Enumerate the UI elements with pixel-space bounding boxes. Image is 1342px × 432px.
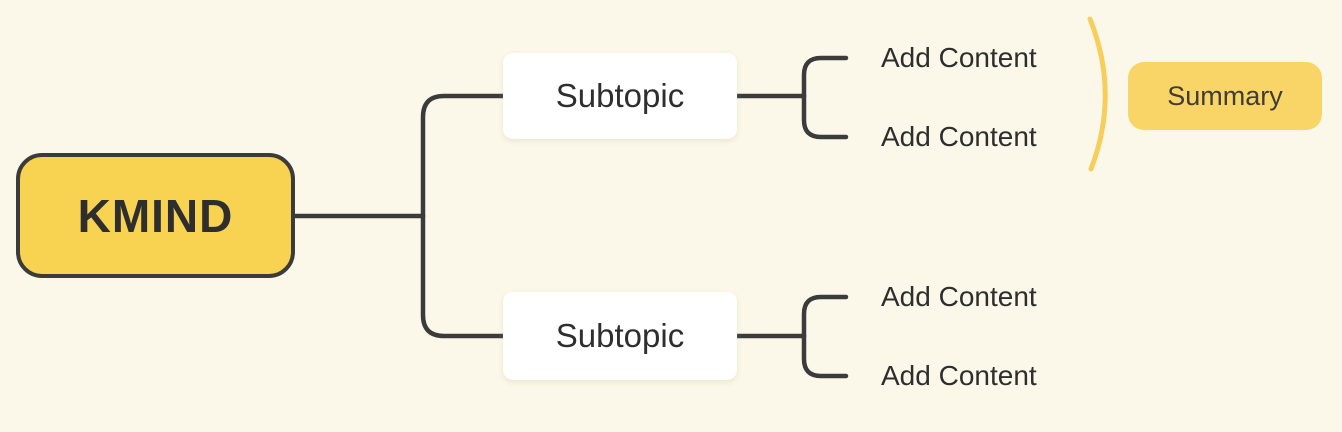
connector-trunk-subtopic-top	[420, 93, 505, 219]
subtopic-node-bottom[interactable]: Subtopic	[503, 292, 737, 380]
add-content-placeholder-2[interactable]: Add Content	[881, 121, 1037, 152]
connector-subtopic-bottom-child1	[801, 294, 849, 339]
connector-subtopic-bottom-child2	[801, 333, 849, 379]
connector-trunk-subtopic-bottom	[420, 213, 505, 339]
summary-node[interactable]: Summary	[1128, 62, 1322, 130]
connector-subtopic-top-child2	[801, 93, 849, 140]
subtopic-node-top[interactable]: Subtopic	[503, 53, 737, 139]
root-topic-node[interactable]: KMIND	[16, 153, 295, 278]
add-content-placeholder-4[interactable]: Add Content	[881, 360, 1037, 391]
add-content-placeholder-1[interactable]: Add Content	[881, 42, 1037, 73]
add-content-placeholder-3[interactable]: Add Content	[881, 281, 1037, 312]
summary-brace-curve	[1087, 16, 1108, 172]
connector-subtopic-top-child1	[801, 55, 849, 99]
